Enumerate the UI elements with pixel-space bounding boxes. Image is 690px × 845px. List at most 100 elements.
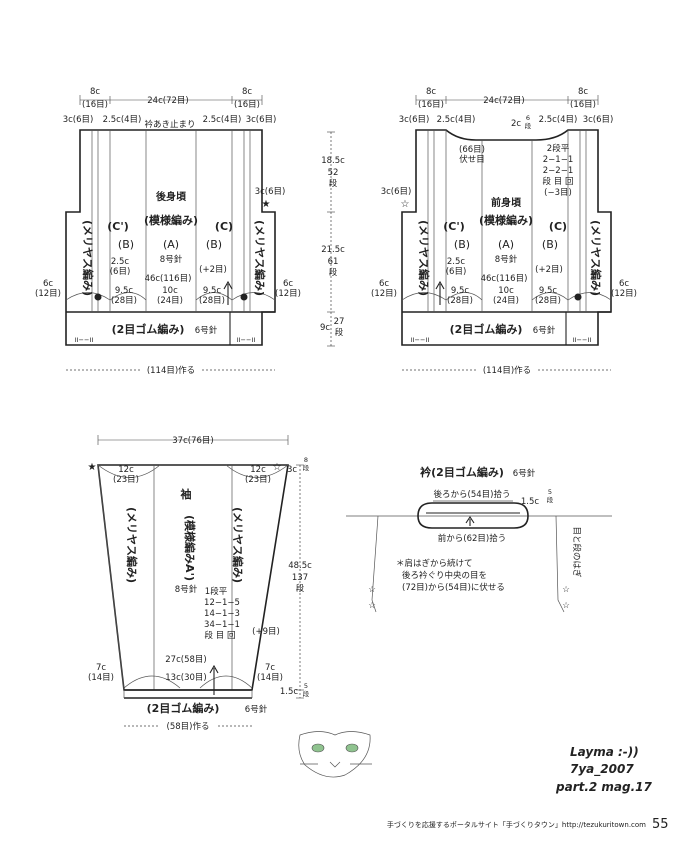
front-right-stockinette: (メリヤス編み) [589,220,603,296]
collar-note-2: 後ろ衿ぐり中央の目を [402,570,487,581]
sleeve-right-top-3: 段 [303,463,310,472]
front-top-dim-5: (16目) [570,100,596,110]
collar-height-3: 段 [547,495,554,504]
front-col-b-left: (B) [454,238,470,251]
footer-text: 手づくりを応援するポータルサイト「手づくりタウン」http://tezukuri… [387,820,646,829]
len-dim-8: 27 [334,317,345,327]
collar-diagram: 衿(2目ゴム編み) 6号針 後ろから(54目)拾う 前から(62目)拾う 1.5… [346,465,612,613]
back-needle: 8号針 [160,254,183,265]
back-top-dim-5: (16目) [234,100,260,110]
collar-note-1: ＊肩はぎから続けて [396,558,473,569]
len-dim-9: 段 [335,327,344,338]
front-cast-on: (114目)作る [483,365,531,376]
front-side-right-1: 6c [619,279,629,289]
collar-back-pick: 後ろから(54目)拾う [434,489,511,500]
front-side-left-2: (12目) [371,289,397,299]
len-dim-7: 9c [320,323,330,333]
front-neck-rows: 6 [526,114,530,122]
sleeve-cuff-dim-2: 5 [304,682,308,690]
front-neck-table-4: 段 目 回 [543,176,574,187]
sleeve-corner-left-1: 12c [118,465,134,475]
sleeve-inc-1: 1段平 [205,586,228,597]
front-left-stockinette: (メリヤス編み) [417,220,431,296]
back-top-sub-4: 2.5c(4目) [203,115,242,125]
front-top-dim-2: (16目) [418,100,444,110]
back-mid-1: 2.5c [111,257,130,267]
sleeve-rib: (2目ゴム編み) [147,701,220,715]
front-col-b-right: (B) [542,238,558,251]
front-body-diagram: 8c (16目) 24c(72目) 8c (16目) 3c(6目) 2.5c(4… [371,87,637,376]
back-col-c-prime: (C') [107,220,129,233]
front-top-sub-6: 2.5c(4目) [539,115,578,125]
front-arm-dim: 3c(6目) [381,187,412,197]
sleeve-top-dim: 37c(76目) [172,436,213,446]
front-star-outline-icon: ☆ [401,199,410,210]
sleeve-inc-5: 段 目 回 [205,630,236,641]
front-top-sub-2: 2.5c(4目) [437,115,476,125]
front-neck-table-3: 2−2−1 [543,166,573,176]
page-number: 55 [652,817,669,832]
back-col-c: (C) [215,220,233,233]
sleeve-cuff-left-1: 7c [96,663,106,673]
back-rib-needle: 6号針 [195,325,218,336]
front-mid-10: (28目) [535,296,561,306]
back-side-left-2: (12目) [35,289,61,299]
back-top-dim-4: 8c [242,87,252,97]
front-rib: (2目ゴム編み) [450,322,523,336]
sleeve-corner-right-2: (23目) [245,475,271,485]
collar-star-left-icon: ☆ [368,585,376,595]
sleeve-cuff-left-2: (14目) [88,673,114,683]
len-dim-6: 段 [329,267,338,278]
front-mid-6: (24目) [493,296,519,306]
back-top-sub-2: 2.5c(4目) [103,115,142,125]
front-top-dim-4: 8c [578,87,588,97]
len-dim-3: 段 [329,178,338,189]
back-mid-8: (28目) [111,296,137,306]
signature-line-3: part.2 mag.17 [555,780,653,794]
back-star-icon: ★ [262,199,271,210]
front-mid-9: 9.5c [539,286,558,296]
front-col-c-prime: (C') [443,220,465,233]
back-pattern: (模様編み) [144,213,198,227]
back-mid-4: (+2目) [199,265,227,275]
front-col-a: (A) [498,238,514,251]
sleeve-corner-right-1: 12c [250,465,266,475]
back-mid-9: 9.5c [203,286,222,296]
front-side-right-2: (12目) [611,289,637,299]
back-mid-5: 10c [162,286,178,296]
sleeve-len-2: 137 [292,573,308,583]
collar-title: 衿(2目ゴム編み) [420,465,504,479]
front-rib-mark-right: II−−II [573,336,592,344]
sleeve-lower-1: 27c(58目) [165,655,206,665]
sleeve-cuff-right-1: 7c [265,663,275,673]
back-rib-mark-left: II−−II [75,336,94,344]
collar-star-right-icon: ☆ [562,585,570,595]
back-top-dim-1: 8c [90,87,100,97]
back-neck-stop: 衿あき止まり [144,119,195,130]
back-mid-10: (28目) [199,296,225,306]
sleeve-cuff-dim-1: 1.5c [280,687,299,697]
collar-star-right-icon-2: ☆ [562,601,570,611]
collar-height-2: 5 [548,488,552,496]
front-mid-3: 46c(116目) [481,274,528,284]
len-dim-2: 52 [328,168,339,178]
sleeve-left-stockinette: (メリヤス編み) [125,507,139,583]
sleeve-inc-3: 14−1−3 [204,609,240,619]
front-neck-bindoff-2: 伏せ目 [459,154,485,165]
back-mid-3: 46c(116目) [145,274,192,284]
footer: 手づくりを応援するポータルサイト「手づくりタウン」http://tezukuri… [387,817,669,832]
sleeve-inc-2: 12−1−5 [204,598,240,608]
sleeve-inc-total: (+9目) [252,627,280,637]
front-mid-7: 9.5c [451,286,470,296]
sleeve-title: 袖 [181,487,192,501]
front-neck-rows-unit: 段 [525,121,532,130]
back-mid-7: 9.5c [115,286,134,296]
sleeve-cuff-right-2: (14目) [257,673,283,683]
sleeve-corner-left-2: (23目) [113,475,139,485]
back-cast-on: (114目)作る [147,365,195,376]
collar-height-1: 1.5c [521,497,540,507]
front-mid-4: (+2目) [535,265,563,275]
sleeve-rib-needle: 6号針 [245,704,268,715]
front-neck-depth: 2c [511,119,521,129]
collar-star-left-icon-2: ☆ [368,601,376,611]
